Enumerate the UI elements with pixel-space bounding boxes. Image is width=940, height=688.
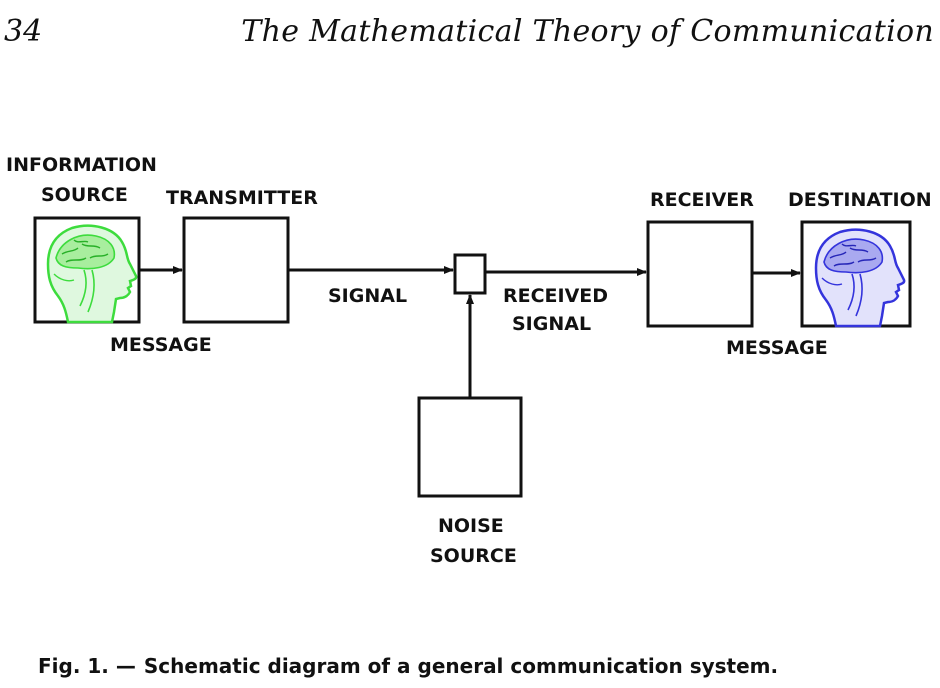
head-profile-icon bbox=[814, 228, 906, 328]
transmitter-label: TRANSMITTER bbox=[166, 187, 318, 209]
receiver-label: RECEIVER bbox=[650, 189, 754, 211]
information-source-label-line2: SOURCE bbox=[41, 184, 128, 206]
destination-block bbox=[800, 220, 912, 328]
received-signal-label-line1: RECEIVED bbox=[503, 285, 608, 307]
noise-junction-box bbox=[453, 253, 487, 295]
noise-source-label-line2: SOURCE bbox=[430, 545, 517, 567]
figure-label: Fig. 1. — bbox=[38, 654, 136, 678]
information-source-block bbox=[33, 216, 141, 324]
caption-text: Schematic diagram of a general communica… bbox=[143, 654, 779, 678]
message-label-left: MESSAGE bbox=[110, 334, 212, 356]
received-signal-label-line2: SIGNAL bbox=[512, 313, 591, 335]
destination-label: DESTINATION bbox=[788, 189, 932, 211]
message-label-right: MESSAGE bbox=[726, 337, 828, 359]
figure-caption: Fig. 1. — Schematic diagram of a general … bbox=[38, 654, 778, 678]
noise-source-label-line1: NOISE bbox=[438, 515, 504, 537]
transmitter-box bbox=[182, 216, 290, 324]
noise-source-box bbox=[417, 396, 523, 498]
page-number: 34 bbox=[4, 14, 43, 49]
signal-label: SIGNAL bbox=[328, 285, 407, 307]
head-profile-icon bbox=[46, 224, 138, 324]
information-source-label-line1: INFORMATION bbox=[6, 154, 157, 176]
receiver-box bbox=[646, 220, 754, 328]
running-title: The Mathematical Theory of Communication bbox=[241, 14, 934, 49]
